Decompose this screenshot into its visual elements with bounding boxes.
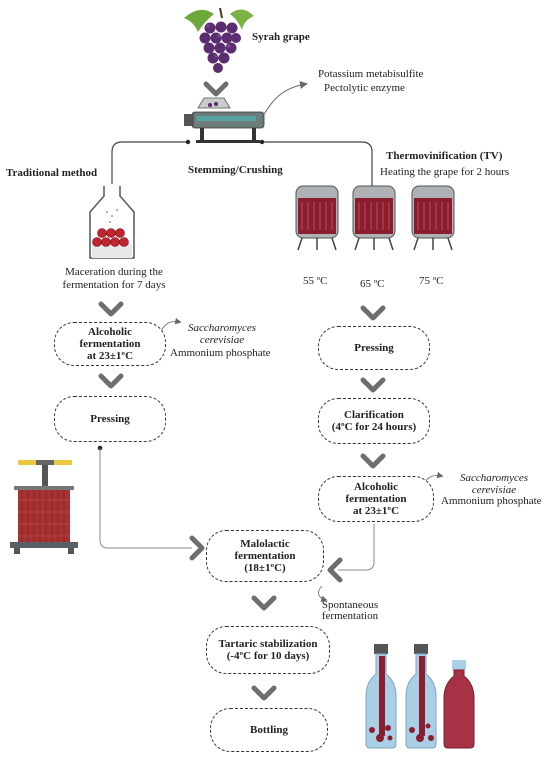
spontaneous-line-1: Spontaneous — [321, 599, 379, 611]
alcoholic-left-line-1: Alcoholic — [88, 326, 132, 338]
wine-press-icon — [10, 460, 78, 554]
crusher-icon — [184, 97, 265, 143]
tartaric-line-2: (-4ºC for 10 days) — [226, 650, 310, 662]
chevron-down-icon — [98, 373, 124, 389]
branch-line-right — [262, 141, 373, 188]
alcoholic-left-line-2: fermentation — [79, 338, 141, 350]
tv-heating: Heating the grape for 2 hours — [380, 166, 510, 178]
clarification-line-1: Clarification — [344, 409, 404, 421]
tank-icon-65 — [352, 185, 396, 251]
malolactic-fermentation: Malolactic fermentation (18±1ºC) — [206, 530, 324, 582]
yeast-right-2: cerevisiae — [471, 484, 517, 496]
bottling-label: Bottling — [250, 724, 288, 736]
temp-65: 65 ºC — [360, 278, 385, 290]
malolactic-line-1: Malolactic — [240, 538, 290, 550]
chevron-down-icon — [203, 81, 229, 97]
nutrient-right: Ammonium phosphate — [441, 495, 542, 507]
yeast-left-1: Saccharomyces — [187, 322, 256, 334]
clarification: Clarification (4ºC for 24 hours) — [318, 398, 430, 444]
alcoholic-right-line-2: fermentation — [345, 493, 407, 505]
alcoholic-fermentation-left: Alcoholic fermentation at 23±1ºC — [54, 322, 166, 366]
yeast-right-1: Saccharomyces — [459, 472, 528, 484]
pressing-left-label: Pressing — [90, 413, 130, 425]
pressing-right: Pressing — [318, 326, 430, 370]
malolactic-line-2: fermentation — [234, 550, 296, 562]
bottle-icon — [405, 644, 437, 749]
pressing-left: Pressing — [54, 396, 166, 442]
chevron-down-icon — [251, 685, 277, 701]
alcoholic-fermentation-right: Alcoholic fermentation at 23±1ºC — [318, 476, 434, 522]
additive-2: Pectolytic enzyme — [324, 82, 405, 94]
branch-line-left — [111, 141, 188, 184]
chevron-down-icon — [360, 377, 386, 393]
alcoholic-right-line-1: Alcoholic — [354, 481, 398, 493]
tartaric-line-1: Tartaric stabilization — [218, 638, 318, 650]
alcoholic-right-line-3: at 23±1ºC — [352, 505, 400, 517]
maceration-line-1: Maceration during the — [65, 266, 163, 278]
grape-label: Syrah grape — [252, 31, 310, 43]
malolactic-line-3: (18±1ºC) — [244, 562, 286, 574]
additive-arrow — [261, 81, 308, 119]
temp-55: 55 ºC — [303, 275, 328, 287]
additive-1: Potassium metabisulfite — [318, 68, 424, 80]
spontaneous-arrow — [318, 585, 328, 602]
tank-icon-55 — [295, 185, 339, 251]
chevron-down-icon — [360, 453, 386, 469]
traditional-title: Traditional method — [6, 167, 98, 179]
chevron-down-icon — [360, 305, 386, 321]
yeast-left-2: cerevisiae — [199, 334, 245, 346]
fermentation-vessel-icon — [89, 186, 135, 259]
chevron-left-icon — [327, 557, 343, 583]
crusher-label: Stemming/Crushing — [188, 164, 283, 176]
bottle-icon — [443, 660, 475, 749]
chevron-down-icon — [98, 301, 124, 317]
tank-icon-75 — [411, 185, 455, 251]
connector-left — [99, 448, 192, 549]
alcoholic-left-line-3: at 23±1ºC — [86, 350, 134, 362]
grape-icon — [184, 7, 254, 73]
maceration-line-2: fermentation for 7 days — [62, 279, 166, 291]
temp-75: 75 ºC — [419, 275, 444, 287]
clarification-line-2: (4ºC for 24 hours) — [331, 421, 417, 433]
bottle-icon — [365, 644, 397, 749]
connector-right — [338, 524, 375, 571]
nutrient-left: Ammonium phosphate — [170, 347, 271, 359]
spontaneous-line-2: fermentation — [321, 610, 379, 622]
tv-title: Thermovinification (TV) — [386, 150, 503, 162]
tartaric-stabilization: Tartaric stabilization (-4ºC for 10 days… — [206, 626, 330, 674]
pressing-right-label: Pressing — [354, 342, 394, 354]
chevron-down-icon — [251, 595, 277, 611]
bottling: Bottling — [210, 708, 328, 752]
chevron-right-icon — [189, 535, 205, 561]
